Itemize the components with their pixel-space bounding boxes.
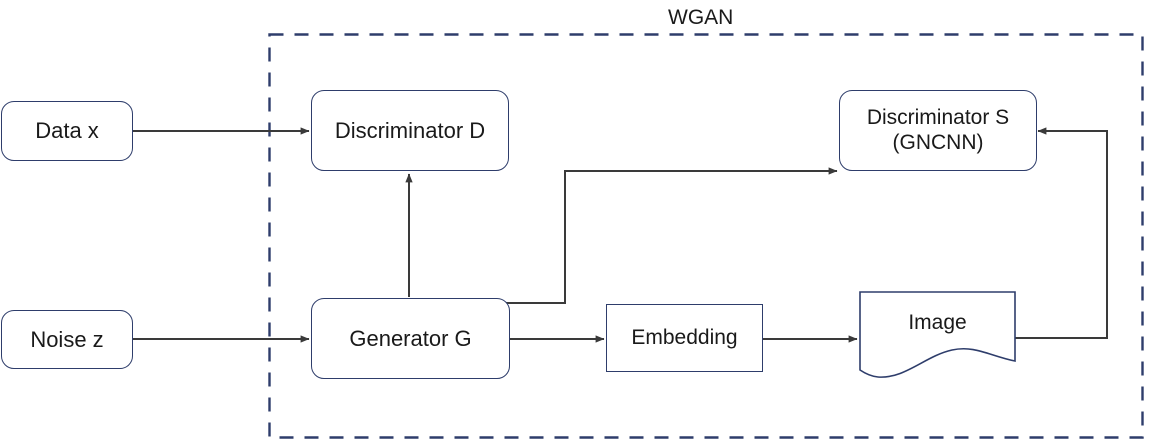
node-discriminator-s-label: Discriminator S (GNCNN) — [866, 105, 1010, 154]
node-data-x[interactable]: Data x — [1, 101, 133, 161]
node-embedding-label: Embedding — [631, 325, 738, 349]
node-embedding[interactable]: Embedding — [606, 304, 763, 372]
node-generator-g-label: Generator G — [349, 325, 472, 351]
node-image-label: Image — [908, 310, 967, 334]
node-noise-z-label: Noise z — [30, 326, 104, 352]
wgan-group-label: WGAN — [661, 7, 741, 28]
node-generator-g[interactable]: Generator G — [311, 298, 510, 379]
node-noise-z[interactable]: Noise z — [1, 310, 133, 369]
node-discriminator-d[interactable]: Discriminator D — [311, 90, 509, 171]
node-image[interactable]: Image — [860, 292, 1015, 354]
node-data-x-label: Data x — [35, 118, 99, 144]
node-discriminator-s[interactable]: Discriminator S (GNCNN) — [839, 90, 1037, 171]
edge-generator-to-discriminator-s — [506, 167, 838, 304]
node-discriminator-d-label: Discriminator D — [334, 117, 486, 143]
